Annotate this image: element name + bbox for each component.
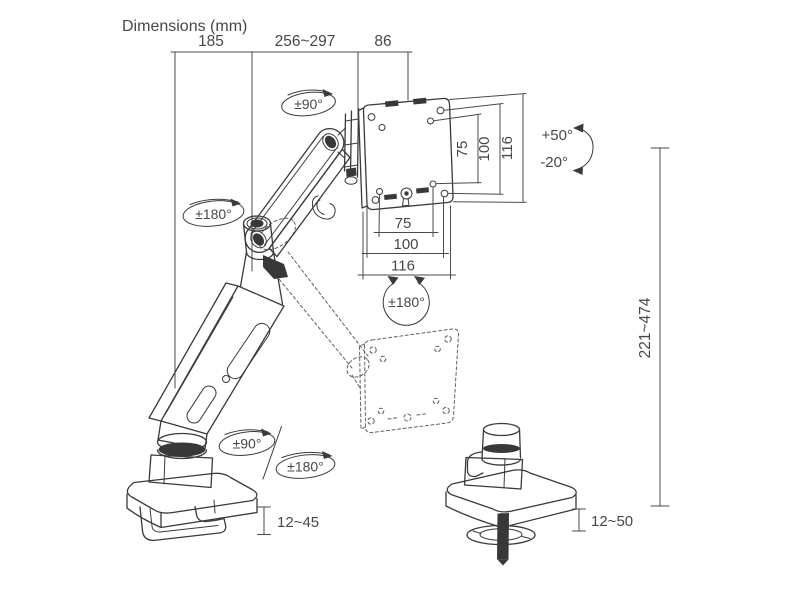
upper-arm — [244, 128, 351, 258]
dim-vesa-v-75: 75 — [454, 141, 471, 158]
dim-arm-rear: 185 — [198, 33, 224, 50]
rotation-base-swivel: ±90° — [218, 426, 282, 480]
ghost-vesa-plate — [359, 328, 459, 434]
dimension-height-range: 221~474 — [637, 147, 670, 507]
dim-clamp-range: 12~45 — [277, 514, 319, 531]
dimension-clamp-left: 12~45 — [257, 506, 319, 535]
rotation-arm-swivel: ±180° — [182, 198, 245, 227]
head-bracket — [337, 107, 360, 185]
label-arm-swivel: ±180° — [195, 206, 232, 222]
dim-vesa-v-116: 116 — [499, 136, 516, 160]
label-base-rotation: ±180° — [287, 459, 324, 475]
dim-vesa-v-100: 100 — [476, 136, 493, 161]
diagram-title: Dimensions (mm) — [122, 18, 247, 35]
dim-grommet-range: 12~50 — [591, 513, 633, 530]
label-vesa-rotation: ±180° — [388, 294, 425, 310]
desk-clamp-base — [126, 454, 258, 542]
dim-vesa-h-100: 100 — [393, 236, 418, 253]
lower-arm — [148, 251, 285, 460]
grommet-base — [445, 422, 577, 566]
label-tilt-up: +50° — [542, 127, 573, 144]
dimension-vesa-vertical: 75 100 116 — [433, 93, 527, 203]
rotation-base-rotation: ±180° — [275, 451, 336, 479]
vesa-plate — [357, 97, 454, 211]
dim-vesa-h-75: 75 — [395, 215, 412, 232]
dim-head-depth: 86 — [374, 33, 391, 50]
rotation-head-swivel: ±90° — [281, 89, 336, 117]
tilt-indicator: +50° -20° — [540, 123, 594, 175]
label-head-swivel: ±90° — [294, 96, 323, 112]
dim-arm-extension: 256~297 — [275, 33, 336, 50]
label-base-swivel: ±90° — [233, 436, 262, 452]
label-tilt-down: -20° — [540, 154, 568, 171]
rotation-vesa: ±180° — [382, 276, 430, 326]
dimension-vesa-horizontal: 75 100 116 — [357, 187, 456, 280]
dimension-top: 185 256~297 86 — [170, 33, 413, 389]
elbow-joint — [242, 215, 288, 279]
dim-vesa-h-116: 116 — [391, 258, 415, 275]
dimension-grommet-right: 12~50 — [572, 508, 633, 532]
dim-height-range: 221~474 — [637, 297, 654, 358]
